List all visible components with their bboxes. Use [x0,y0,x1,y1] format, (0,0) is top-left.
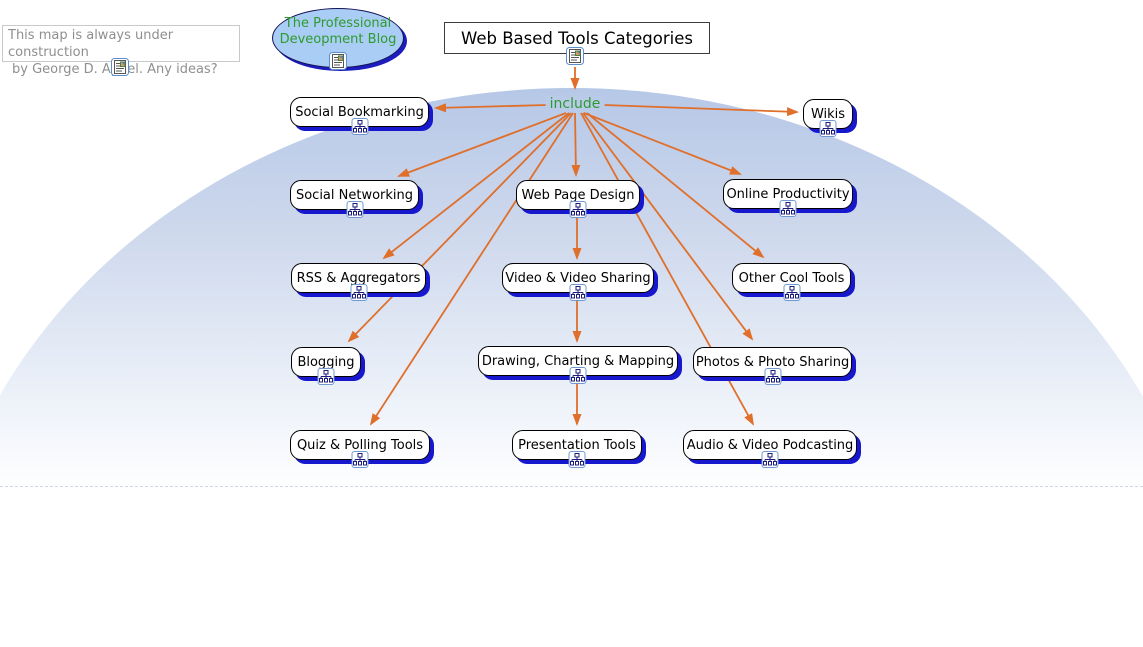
node-label: Social Bookmarking [295,104,424,120]
node-drawing-charting-mapping[interactable]: Drawing, Charting & Mapping [478,346,678,384]
node-label: RSS & Aggregators [296,270,421,286]
node-other-cool-tools[interactable]: Other Cool Tools [732,263,851,301]
node-label: Quiz & Polling Tools [296,437,424,453]
sitemap-icon[interactable] [569,367,587,384]
annotation-icon[interactable] [329,52,347,70]
node-social-networking[interactable]: Social Networking [290,180,419,218]
node-rss-aggregators[interactable]: RSS & Aggregators [291,263,426,301]
node-blogging[interactable]: Blogging [291,347,361,385]
note-line-1: This map is always under construction [8,28,174,60]
node-label: Web Page Design [521,187,635,203]
sitemap-icon[interactable] [351,451,369,468]
sitemap-icon[interactable] [568,451,586,468]
sitemap-icon[interactable] [764,368,781,385]
node-wikis[interactable]: Wikis [803,99,853,137]
sitemap-icon[interactable] [351,118,368,135]
node-online-productivity[interactable]: Online Productivity [723,179,853,217]
sitemap-icon[interactable] [350,284,367,301]
blog-bubble[interactable]: The Professional Deveopment Blog [272,8,404,70]
node-label: Video & Video Sharing [505,270,651,286]
node-label: Drawing, Charting & Mapping [481,353,675,369]
node-video-sharing[interactable]: Video & Video Sharing [502,263,654,301]
node-label: Presentation Tools [518,437,636,453]
sitemap-icon[interactable] [569,284,587,301]
node-photos-sharing[interactable]: Photos & Photo Sharing [693,347,852,385]
sitemap-icon[interactable] [819,120,837,137]
sitemap-icon[interactable] [761,451,779,468]
sitemap-icon[interactable] [317,368,335,385]
node-quiz-polling-tools[interactable]: Quiz & Polling Tools [290,430,430,468]
node-label: Blogging [297,354,355,370]
sitemap-icon[interactable] [783,284,800,301]
sitemap-icon[interactable] [779,200,797,217]
sitemap-icon[interactable] [569,201,587,218]
map-title-label: Web Based Tools Categories [461,28,693,48]
node-label: Online Productivity [726,186,850,202]
annotation-icon[interactable] [111,58,129,76]
node-web-page-design[interactable]: Web Page Design [516,180,640,218]
node-audio-video-podcasting[interactable]: Audio & Video Podcasting [683,430,857,468]
node-label: Photos & Photo Sharing [695,354,850,370]
node-label: Other Cool Tools [738,270,845,286]
node-social-bookmarking[interactable]: Social Bookmarking [290,97,429,135]
sitemap-icon[interactable] [346,201,363,218]
node-label: Audio & Video Podcasting [686,437,854,453]
node-label: Social Networking [295,187,414,203]
construction-note[interactable]: This map is always under construction by… [2,25,240,77]
node-label: Wikis [810,106,846,122]
bubble-line-1: The Professional [284,16,392,31]
floor-line [0,486,1143,487]
annotation-icon[interactable] [566,47,584,65]
linking-phrase-include[interactable]: include [545,96,605,112]
node-presentation-tools[interactable]: Presentation Tools [512,430,642,468]
bubble-line-2: Deveopment Blog [279,32,397,47]
